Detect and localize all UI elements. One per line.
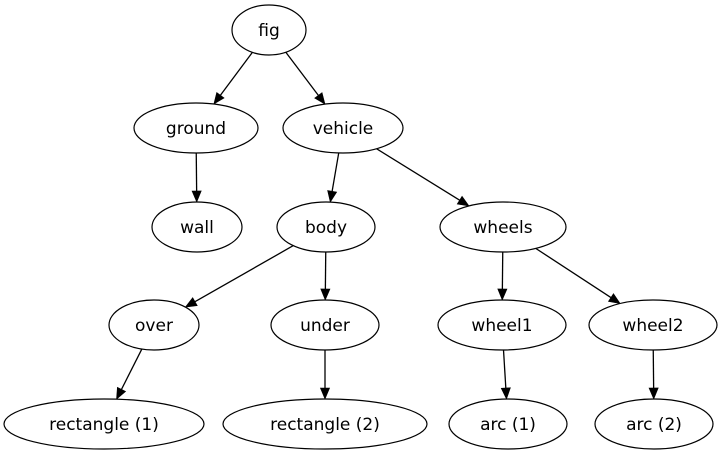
- edge-wheel1-to-arc1: [500, 349, 511, 400]
- graph-node-vehicle[interactable]: vehicle: [282, 102, 404, 154]
- node-label-wheel2: wheel2: [622, 316, 683, 336]
- graph-node-rectangle2[interactable]: rectangle (2): [222, 398, 428, 450]
- nodes-layer: fig ground vehicle wall body wheels over under w…: [3, 4, 718, 450]
- node-label-vehicle: vehicle: [313, 119, 374, 139]
- node-label-wheel1: wheel1: [471, 316, 532, 336]
- edge-arrowhead-icon: [320, 288, 331, 301]
- edge-arrowhead-icon: [500, 387, 511, 400]
- edge-wheel2-to-arc2: [648, 349, 659, 400]
- node-label-rectangle2: rectangle (2): [270, 415, 380, 435]
- node-label-over: over: [135, 316, 173, 336]
- edge-line: [502, 349, 507, 389]
- edge-line: [120, 348, 143, 390]
- node-ellipse-fig[interactable]: [231, 4, 307, 56]
- node-label-arc1: arc (1): [480, 415, 536, 435]
- node-ellipse-wheels[interactable]: [439, 201, 567, 253]
- edge-over-to-rectangle1: [116, 348, 143, 400]
- edge-line: [219, 51, 253, 96]
- node-ellipse-over[interactable]: [108, 299, 200, 351]
- node-label-rectangle1: rectangle (1): [49, 415, 159, 435]
- edges-layer: [116, 51, 659, 400]
- node-label-ground: ground: [166, 119, 226, 139]
- edge-fig-to-ground: [213, 51, 253, 105]
- node-ellipse-vehicle[interactable]: [282, 102, 404, 154]
- edge-fig-to-vehicle: [285, 51, 326, 105]
- edge-body-to-under: [320, 251, 331, 301]
- graph-node-arc1[interactable]: arc (1): [448, 398, 568, 450]
- edge-arrowhead-icon: [456, 195, 470, 207]
- edge-vehicle-to-body: [327, 152, 340, 203]
- graph-node-wheels[interactable]: wheels: [439, 201, 567, 253]
- node-ellipse-wall[interactable]: [151, 201, 243, 253]
- node-label-body: body: [305, 218, 347, 238]
- edge-body-to-over: [184, 245, 294, 308]
- graph-node-body[interactable]: body: [276, 201, 376, 253]
- edge-arrowhead-icon: [116, 386, 127, 400]
- node-ellipse-ground[interactable]: [133, 102, 259, 154]
- node-ellipse-rectangle2[interactable]: [222, 398, 428, 450]
- graph-node-over[interactable]: over: [108, 299, 200, 351]
- edge-wheels-to-wheel2: [535, 247, 621, 304]
- graph-node-rectangle1[interactable]: rectangle (1): [3, 398, 205, 450]
- graph-node-fig[interactable]: fig: [231, 4, 307, 56]
- node-ellipse-wheel2[interactable]: [588, 299, 718, 351]
- edge-arrowhead-icon: [327, 190, 338, 203]
- node-ellipse-body[interactable]: [276, 201, 376, 253]
- node-ellipse-arc2[interactable]: [594, 398, 714, 450]
- node-label-fig: fig: [258, 21, 280, 41]
- graph-node-wall[interactable]: wall: [151, 201, 243, 253]
- node-label-wheels: wheels: [473, 218, 532, 238]
- edge-arrowhead-icon: [184, 297, 198, 308]
- edge-arrowhead-icon: [607, 293, 621, 304]
- edge-line: [376, 148, 460, 201]
- edge-arrowhead-icon: [191, 190, 202, 203]
- node-label-arc2: arc (2): [626, 415, 682, 435]
- edge-arrowhead-icon: [648, 387, 659, 400]
- edge-arrowhead-icon: [213, 91, 225, 105]
- node-ellipse-wheel1[interactable]: [437, 299, 567, 351]
- edge-ground-to-wall: [191, 152, 202, 203]
- node-ellipse-rectangle1[interactable]: [3, 398, 205, 450]
- edge-arrowhead-icon: [319, 387, 331, 400]
- edge-arrowhead-icon: [497, 288, 508, 301]
- node-ellipse-under[interactable]: [270, 299, 380, 351]
- edge-wheels-to-wheel1: [497, 251, 508, 301]
- edge-under-to-rectangle2: [319, 350, 331, 400]
- graph-node-ground[interactable]: ground: [133, 102, 259, 154]
- node-label-wall: wall: [180, 218, 214, 238]
- edge-vehicle-to-wheels: [376, 148, 470, 207]
- node-ellipse-arc1[interactable]: [448, 398, 568, 450]
- graph-node-wheel1[interactable]: wheel1: [437, 299, 567, 351]
- graph-node-wheel2[interactable]: wheel2: [588, 299, 718, 351]
- edge-line: [285, 51, 319, 96]
- node-label-under: under: [300, 316, 350, 336]
- graph-node-arc2[interactable]: arc (2): [594, 398, 714, 450]
- edge-arrowhead-icon: [314, 92, 326, 105]
- edge-line: [535, 247, 612, 299]
- graph-node-under[interactable]: under: [270, 299, 380, 351]
- edge-line: [331, 152, 340, 192]
- edge-line: [194, 245, 294, 303]
